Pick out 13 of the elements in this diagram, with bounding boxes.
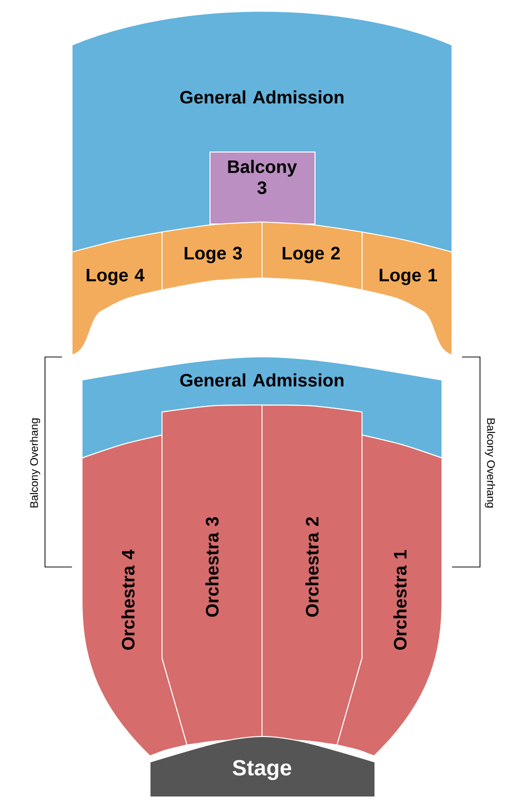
seat-section: Loge 2 [262,222,362,290]
seat-section: Stage [150,736,376,798]
seat-section: Orchestra 2 [262,404,362,746]
seat-section: Orchestra 4 [82,434,188,756]
seat-section: Orchestra 3 [162,404,262,746]
seat-section: General Admission [82,356,442,458]
overhang-label: Balcony Overhang [30,418,40,508]
seat-section: Orchestra 1 [336,434,442,756]
seat-section: Loge 4 [72,232,162,356]
seat-section: Balcony 3 [210,152,316,224]
seat-section: Loge 3 [162,222,262,290]
seat-section: Loge 1 [362,232,452,356]
overhang-label: Balcony Overhang [484,418,496,508]
